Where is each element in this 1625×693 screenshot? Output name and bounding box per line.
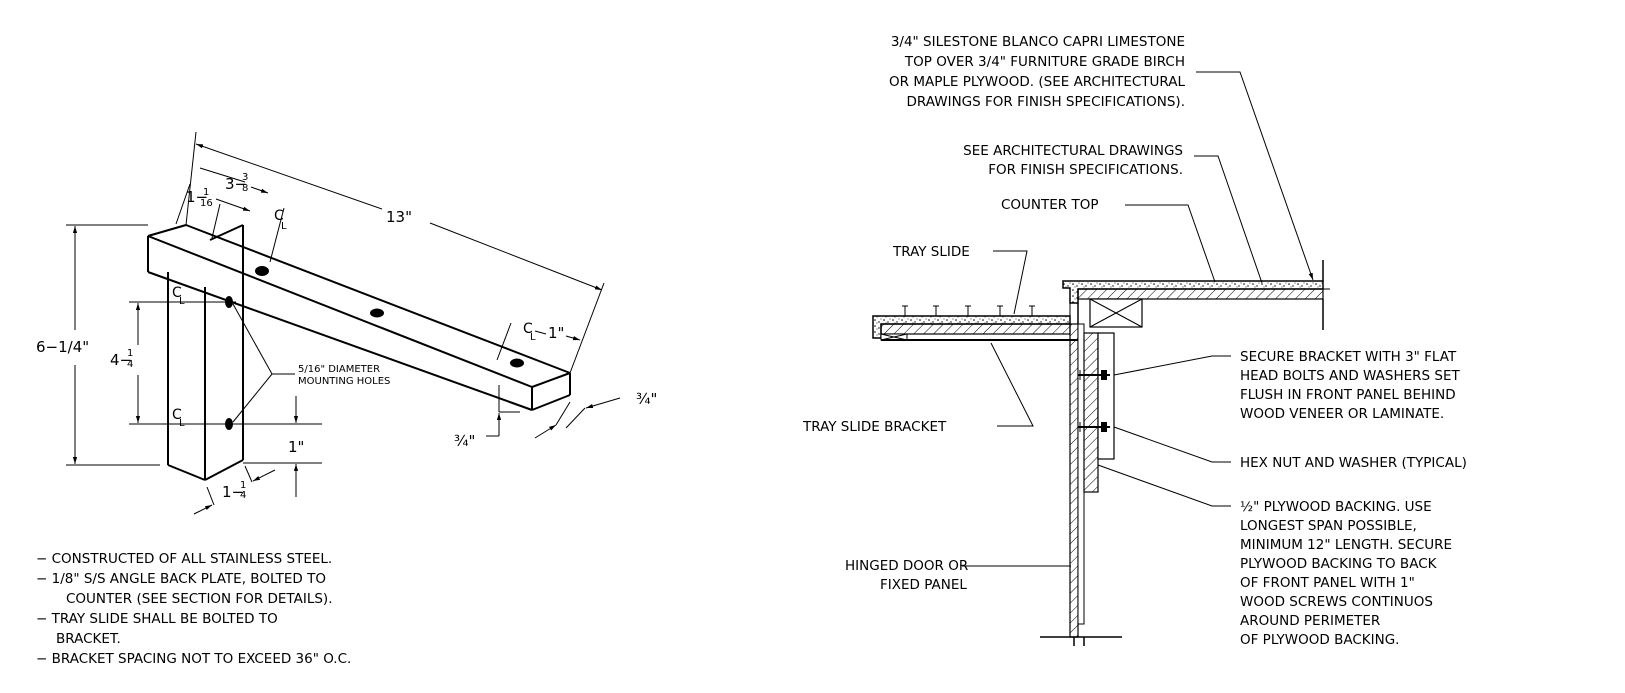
dim-1-end-label: 1" <box>548 324 564 342</box>
dim-1-1-16-label: 1− <box>186 188 208 206</box>
bracket-arm <box>147 224 571 411</box>
counter-top-plywood <box>1077 288 1324 300</box>
dim-4-1-4-label: 4− <box>110 351 132 369</box>
secure-note-line: HEAD BOLTS AND WASHERS SET <box>1240 368 1460 384</box>
dim-1-1-4-den: 4 <box>240 490 246 501</box>
secure-bracket-note: SECURE BRACKET WITH 3" FLAT HEAD BOLTS A… <box>1113 349 1460 422</box>
mounting-hole <box>370 308 384 318</box>
backing-note-line: ½" PLYWOOD BACKING. USE <box>1240 499 1432 515</box>
counter-top-label: COUNTER TOP <box>1001 197 1099 213</box>
top-note-line: DRAWINGS FOR FINISH SPECIFICATIONS). <box>907 94 1185 110</box>
dim-1-1-16-den: 16 <box>200 198 213 209</box>
centerline-mark-sub: L <box>281 221 287 232</box>
note-line: BRACKET. <box>56 631 121 647</box>
dim-1-1-16-num: 1 <box>203 187 209 198</box>
note-line: − TRAY SLIDE SHALL BE BOLTED TO <box>36 611 278 627</box>
backing-note-line: OF PLYWOOD BACKING. <box>1240 632 1399 648</box>
finish-note: SEE ARCHITECTURAL DRAWINGS FOR FINISH SP… <box>963 143 1263 284</box>
mounting-holes-label-1: 5/16" DIAMETER <box>298 364 380 375</box>
dim-1-1-4-label: 1− <box>222 483 244 501</box>
dim-4-1-4-den: 4 <box>127 359 133 370</box>
centerline-mark: C <box>274 208 284 224</box>
bolt-lower <box>1078 422 1110 432</box>
top-note-line: TOP OVER 3/4" FURNITURE GRADE BIRCH <box>904 54 1185 70</box>
centerline-mark-sub: L <box>179 296 185 307</box>
secure-note-line: SECURE BRACKET WITH 3" FLAT <box>1240 349 1457 365</box>
mounting-hole <box>510 358 524 368</box>
backing-note-line: OF FRONT PANEL WITH 1" <box>1240 575 1415 591</box>
plywood-backing <box>1083 332 1099 493</box>
centerline-mark-sub: L <box>530 332 536 343</box>
top-note-line: 3/4" SILESTONE BLANCO CAPRI LIMESTONE <box>891 34 1185 50</box>
dim-3-3-8-label: 3− <box>225 175 247 193</box>
plywood-backing-note: ½" PLYWOOD BACKING. USE LONGEST SPAN POS… <box>1097 464 1452 648</box>
tray-slide-bracket-label: TRAY SLIDE BRACKET <box>802 419 947 435</box>
backing-note-line: LONGEST SPAN POSSIBLE, <box>1240 518 1417 534</box>
centerline-mark-sub: L <box>179 418 185 429</box>
dim-3-3-8-num: 3 <box>242 172 248 183</box>
note-line: − 1/8" S/S ANGLE BACK PLATE, BOLTED TO <box>36 571 326 587</box>
centerline-mark: C <box>172 407 182 423</box>
backing-note-line: PLYWOOD BACKING TO BACK <box>1240 556 1438 572</box>
bracket-isometric: C L C L C L C L 13" 3− 3 8 1− 1 16 1" <box>36 131 657 515</box>
mounting-hole <box>255 266 269 276</box>
bolt-upper <box>1078 370 1110 380</box>
dim-1-bottom-label: 1" <box>288 438 304 456</box>
back-plate <box>167 224 244 481</box>
secure-note-line: FLUSH IN FRONT PANEL BEHIND <box>1240 387 1456 403</box>
front-panel <box>1069 323 1079 638</box>
secure-note-line: WOOD VENEER OR LAMINATE. <box>1240 406 1444 422</box>
hinged-door-label-2: FIXED PANEL <box>880 577 967 593</box>
tray-slide-plywood <box>880 323 1071 335</box>
dim-1-1-4-num: 1 <box>240 480 246 491</box>
dim-13-label: 13" <box>386 208 412 226</box>
note-line: − CONSTRUCTED OF ALL STAINLESS STEEL. <box>36 551 332 567</box>
finish-note-line: FOR FINISH SPECIFICATIONS. <box>988 162 1183 178</box>
finish-note-line: SEE ARCHITECTURAL DRAWINGS <box>963 143 1183 159</box>
counter-section: 3/4" SILESTONE BLANCO CAPRI LIMESTONE TO… <box>802 34 1467 648</box>
note-line: − BRACKET SPACING NOT TO EXCEED 36" O.C. <box>36 651 351 667</box>
centerline-mark: C <box>172 285 182 301</box>
tray-slide-label: TRAY SLIDE <box>892 244 970 260</box>
hex-nut-label: HEX NUT AND WASHER (TYPICAL) <box>1240 455 1467 471</box>
construction-notes: − CONSTRUCTED OF ALL STAINLESS STEEL. − … <box>36 551 351 667</box>
dim-3-4-right-label: ¾" <box>636 390 657 408</box>
bracket-plate <box>1097 332 1115 460</box>
dim-6-1-4-label: 6−1/4" <box>36 338 89 356</box>
note-line: COUNTER (SEE SECTION FOR DETAILS). <box>66 591 333 607</box>
backing-note-line: AROUND PERIMETER <box>1240 613 1380 629</box>
hinged-door-label-1: HINGED DOOR OR <box>845 558 968 574</box>
dim-3-3-8-den: 8 <box>242 183 248 194</box>
dim-4-1-4-num: 1 <box>127 348 133 359</box>
top-note-line: OR MAPLE PLYWOOD. (SEE ARCHITECTURAL <box>889 74 1185 90</box>
backing-note-line: WOOD SCREWS CONTINUOS <box>1240 594 1433 610</box>
mounting-holes-label-2: MOUNTING HOLES <box>298 376 390 387</box>
dim-3-4-bottom-label: ¾" <box>454 432 475 450</box>
panel-angle <box>1077 323 1085 625</box>
backing-note-line: MINIMUM 12" LENGTH. SECURE <box>1240 537 1452 553</box>
top-material-note: 3/4" SILESTONE BLANCO CAPRI LIMESTONE TO… <box>889 34 1314 281</box>
centerline-mark: C <box>523 321 533 337</box>
